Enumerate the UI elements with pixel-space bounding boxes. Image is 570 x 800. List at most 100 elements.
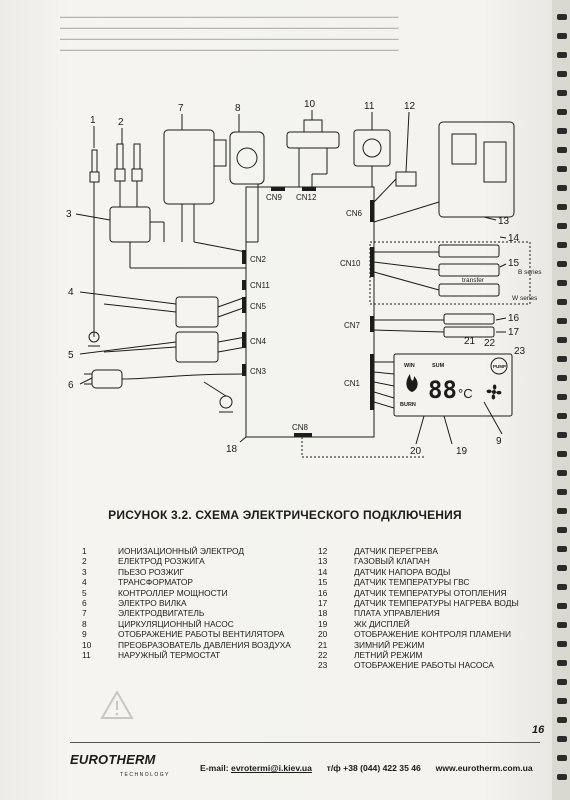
circulation-pump (229, 131, 265, 243)
power-controller (103, 331, 247, 363)
legend-number: 11 (82, 650, 91, 661)
legend-number: 14 (318, 566, 328, 577)
legend-number: 16 (318, 587, 328, 598)
bleed-through-text: ▁▁▁▁▁▁▁▁▁▁▁▁▁▁▁▁▁▁▁▁▁▁▁▁▁▁▁▁▁▁▁▁▁▁▁▁▁▁▁▁… (60, 9, 399, 51)
label-cn12: CN12 (296, 193, 317, 202)
spiral-binding (552, 0, 570, 800)
website-link[interactable]: www.eurotherm.com.ua (435, 763, 533, 773)
legend-text: КОНТРОЛЛЕР МОЩНОСТИ (118, 587, 228, 598)
binding-ring (557, 128, 567, 134)
legend-number: 21 (318, 639, 328, 650)
legend-text: ПЛАТА УПРАВЛЕНИЯ (354, 608, 440, 619)
binding-ring (557, 14, 567, 20)
callout-22: 22 (484, 338, 496, 349)
binding-ring (557, 261, 567, 267)
legend-text: ЖК ДИСПЛЕЙ (354, 618, 410, 629)
legend-text: НАРУЖНЫЙ ТЕРМОСТАТ (118, 650, 221, 661)
legend-text: ЦИРКУЛЯЦИОННЫЙ НАСОС (118, 618, 234, 629)
label-cn9: CN9 (266, 193, 283, 202)
callout-18: 18 (226, 444, 238, 455)
binding-ring (557, 489, 567, 495)
binding-ring (557, 603, 567, 609)
callout-9: 9 (496, 436, 502, 447)
binding-ring (557, 90, 567, 96)
callout-23: 23 (514, 346, 526, 357)
ground-symbol-2 (203, 381, 233, 413)
binding-ring (557, 527, 567, 533)
phone-label: т/ф (326, 763, 341, 773)
callout-11: 11 (364, 101, 375, 112)
legend-number: 2 (82, 556, 87, 567)
legend-number: 5 (82, 587, 87, 598)
binding-ring (557, 565, 567, 571)
legend-number: 13 (318, 556, 328, 567)
email-label: E-mail: (200, 763, 229, 773)
legend-row: 8 ЦИРКУЛЯЦИОННЫЙ НАСОС (82, 619, 302, 629)
legend-text: ЕЛЕКТРОД РОЗЖИГА (118, 556, 205, 567)
callout-17: 17 (508, 327, 520, 338)
figure-caption: РИСУНОК 3.2. СХЕМА ЭЛЕКТРИЧЕСКОГО ПОДКЛЮ… (108, 508, 462, 522)
callout-8: 8 (235, 103, 241, 114)
brand-wordmark: EUROTHERM (70, 752, 156, 767)
lcd-unit: °C (458, 386, 473, 401)
legend-text: ДАТЧИК ТЕМПЕРАТУРЫ ГВС (354, 577, 470, 588)
legend-number: 23 (318, 660, 328, 671)
connector-labels: CN2 CN11 CN5 CN4 CN3 CN8 CN9 CN12 CN6 CN… (250, 193, 363, 432)
sum-indicator: SUM (432, 363, 445, 369)
binding-ring (557, 641, 567, 647)
binding-ring (557, 508, 567, 514)
binding-ring (557, 394, 567, 400)
control-board (245, 186, 375, 438)
binding-ring (557, 755, 567, 761)
label-cn11: CN11 (250, 281, 270, 290)
binding-ring (557, 717, 567, 723)
binding-ring (557, 451, 567, 457)
label-cn3: CN3 (250, 367, 267, 376)
legend-text: ОТОБРАЖЕНИЕ КОНТРОЛЯ ПЛАМЕНИ (354, 629, 512, 640)
ground-symbol-1 (88, 331, 100, 347)
binding-ring (557, 622, 567, 628)
email-link[interactable]: evrotermi@i.kiev.ua (231, 763, 312, 773)
binding-ring (557, 413, 567, 419)
label-b-series: B series (518, 269, 542, 276)
binding-ring (557, 147, 567, 153)
legend-number: 12 (318, 546, 328, 556)
callout-15: 15 (508, 258, 520, 269)
fan-icon (486, 384, 502, 400)
page-number: 16 (532, 724, 545, 736)
callout-21: 21 (464, 336, 476, 347)
binding-ring (557, 166, 567, 172)
flame-icon (406, 374, 418, 392)
legend-row: 5 КОНТРОЛЛЕР МОЩНОСТИ (82, 588, 302, 598)
binding-ring (557, 660, 567, 666)
binding-ring (557, 698, 567, 704)
legend-row: 17 ДАТЧИК ТЕМПЕРАТУРЫ НАГРЕВА ВОДЫ (318, 598, 538, 608)
brand-subtitle: TECHNOLOGY (120, 772, 171, 778)
fan-motor (163, 129, 247, 253)
air-pressure-switch (286, 119, 340, 187)
callout-13: 13 (498, 216, 510, 227)
legend-text: ОТОБРАЖЕНИЕ РАБОТЫ НАСОСА (354, 660, 494, 671)
label-cn2: CN2 (250, 255, 267, 264)
ignition-electrodes (114, 143, 143, 207)
sensor-series-labels: B series W series transfer (462, 269, 542, 302)
label-cn4: CN4 (250, 337, 267, 346)
callout-12: 12 (404, 101, 416, 112)
legend-number: 17 (318, 598, 328, 609)
piezo-ignition (109, 206, 246, 269)
callout-numbers: 1 2 3 4 5 6 7 8 9 10 11 12 13 14 15 16 1… (66, 99, 526, 457)
legend-number: 4 (82, 577, 87, 588)
callout-6: 6 (68, 380, 74, 391)
callout-16: 16 (508, 313, 520, 324)
legend-number: 8 (82, 618, 87, 629)
legend-text: ДАТЧИК ТЕМПЕРАТУРЫ НАГРЕВА ВОДЫ (354, 598, 519, 609)
